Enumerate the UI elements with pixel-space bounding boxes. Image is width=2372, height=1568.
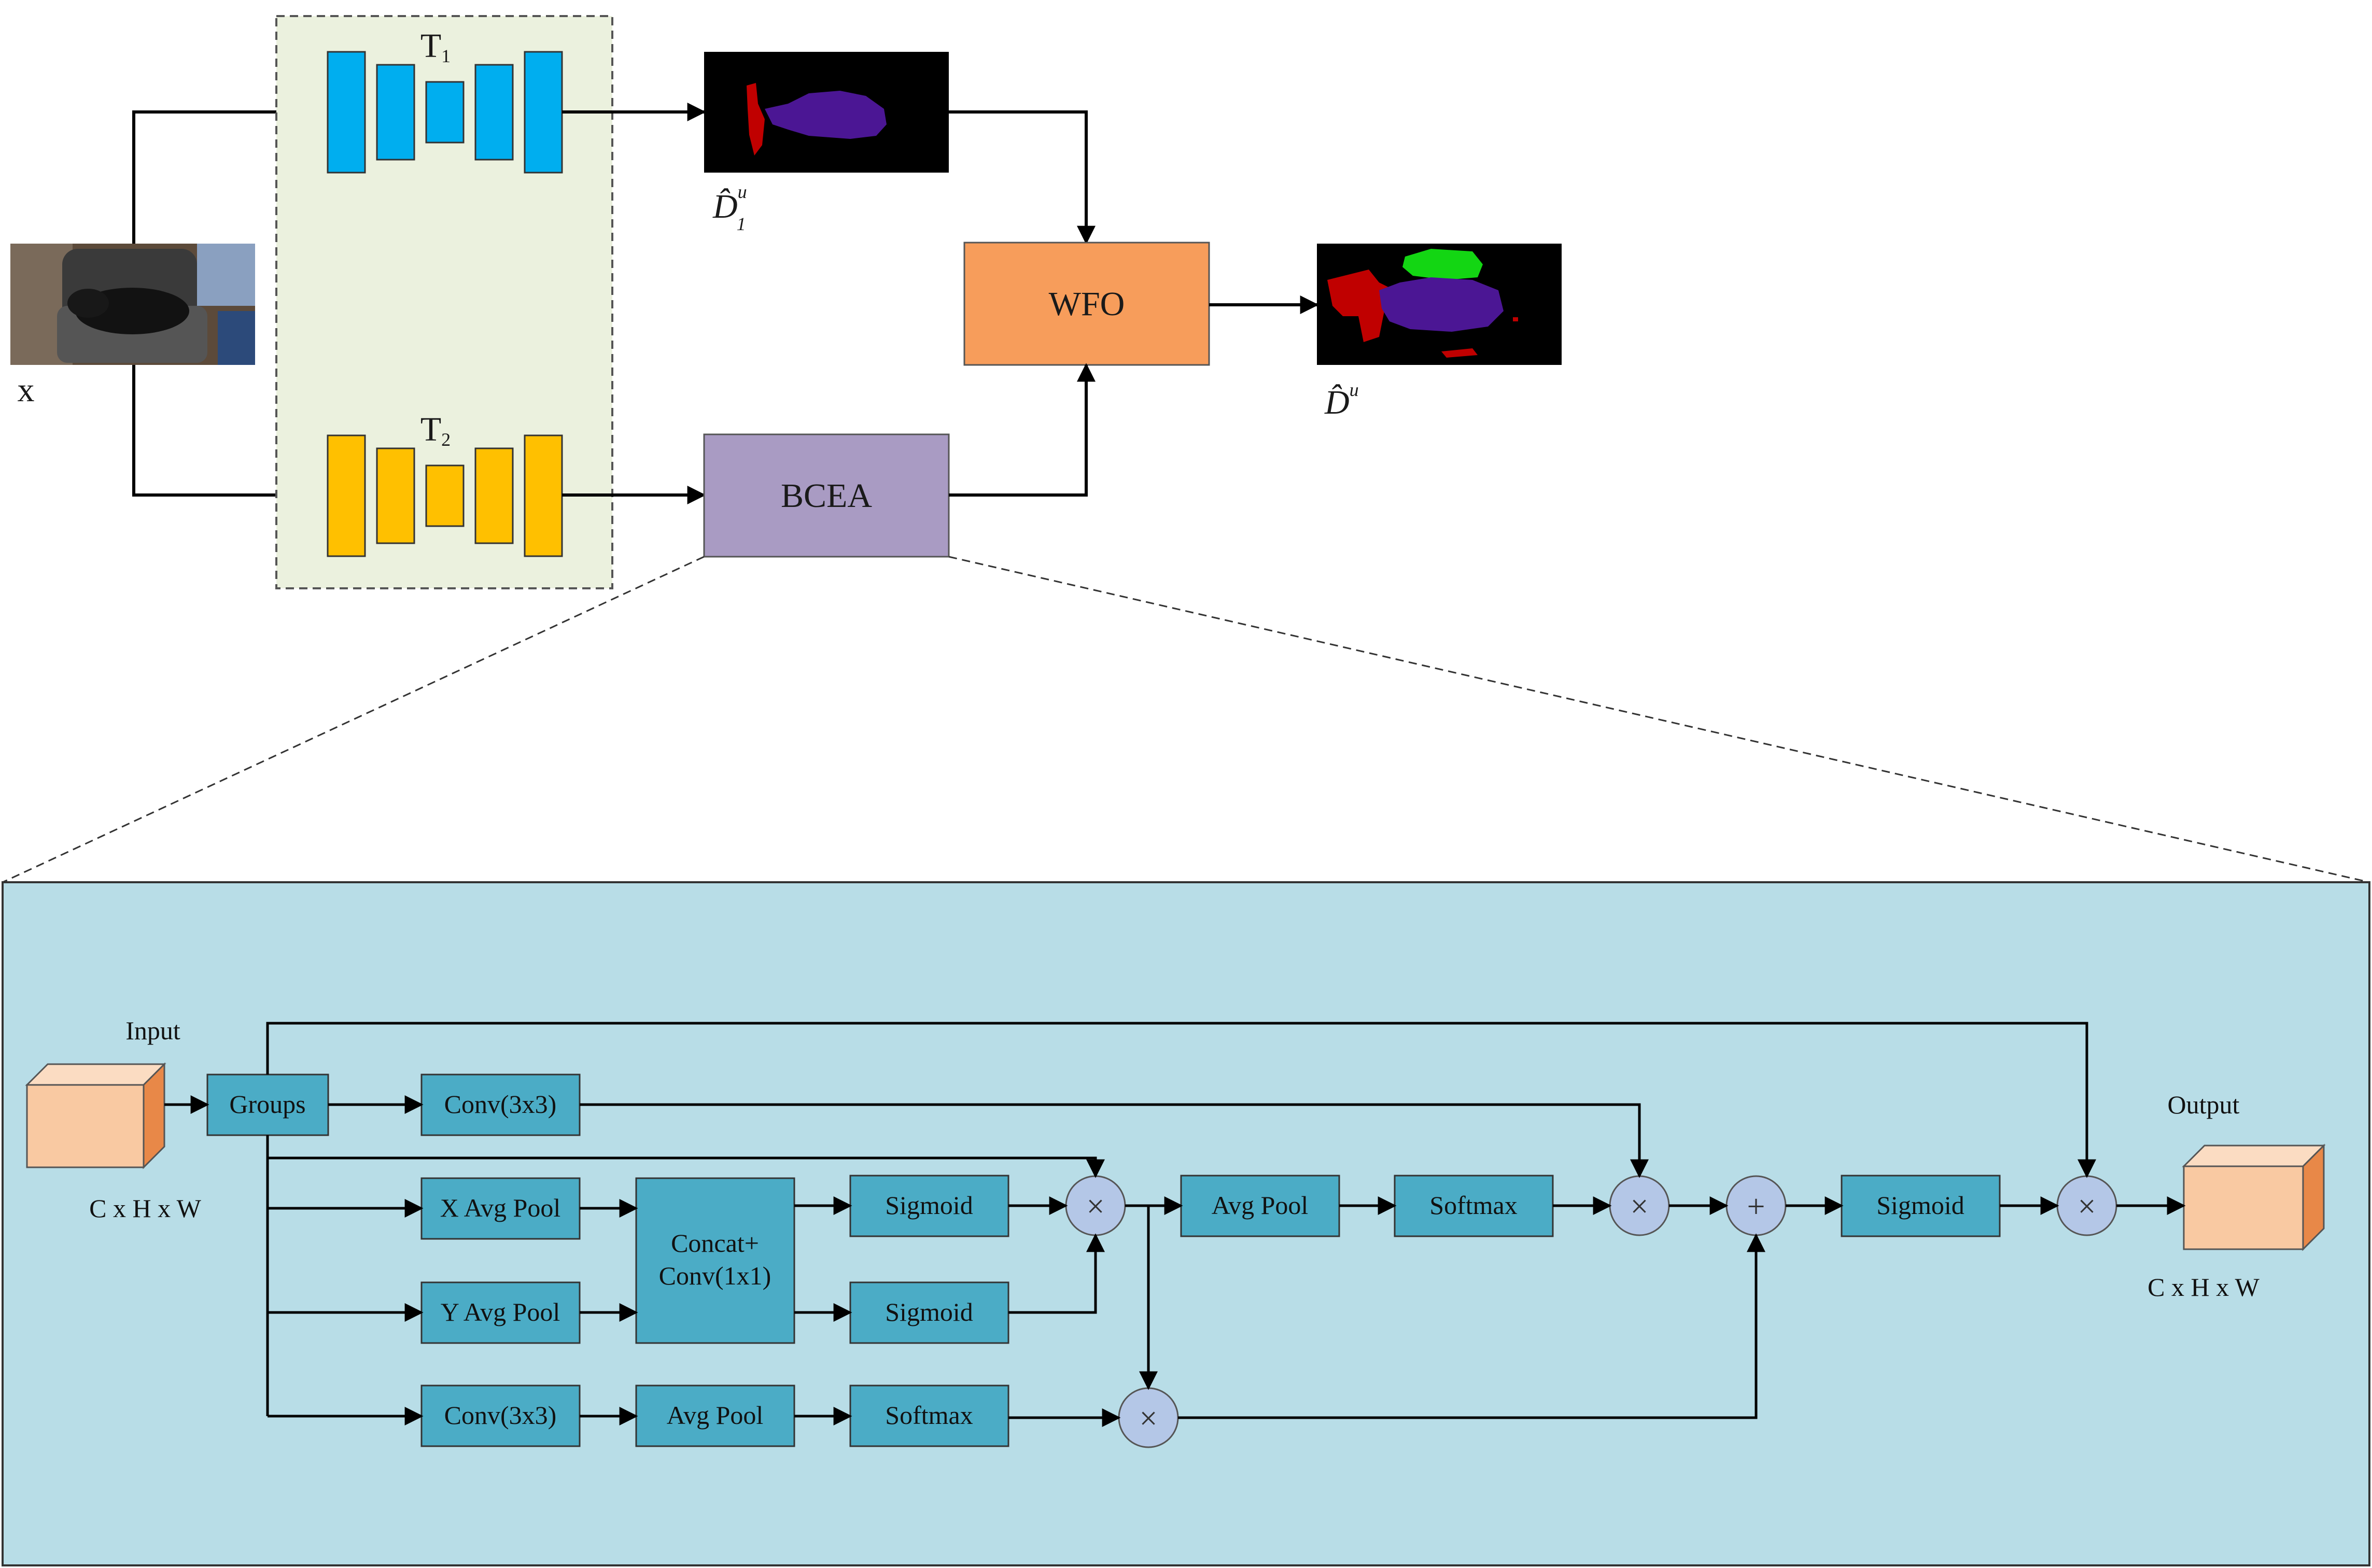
bcea-block xyxy=(703,433,950,558)
avg-pool-top-block xyxy=(1180,1175,1340,1237)
conv3x3-bottom-block xyxy=(420,1385,581,1447)
sigmoid-2-label: Sigmoid xyxy=(885,1297,973,1326)
input-tensor-cube xyxy=(25,1062,166,1169)
fused-prediction-label: D̂u xyxy=(1324,379,1359,421)
groups-label: Groups xyxy=(229,1090,305,1119)
y-avg-pool-label: Y Avg Pool xyxy=(441,1297,560,1326)
input-to-t2-arrow xyxy=(132,365,330,504)
groups-to-mul1 xyxy=(266,1135,1105,1178)
wfo-label: WFO xyxy=(1049,285,1125,323)
avg-pool-top-label: Avg Pool xyxy=(1212,1191,1309,1220)
sigmoid-2-block xyxy=(849,1281,1009,1344)
conv-top-to-mul3 xyxy=(580,1103,1649,1178)
softmax-bottom-label: Softmax xyxy=(885,1401,973,1430)
teacher1-label: T1 xyxy=(420,27,451,66)
bcea-label: BCEA xyxy=(781,477,872,515)
mul2-to-add xyxy=(1178,1233,1765,1419)
multiply-symbol-4: × xyxy=(2078,1189,2096,1224)
concat-label-line1: Concat+ xyxy=(671,1228,759,1258)
multiply-symbol-1: × xyxy=(1087,1189,1105,1224)
multiply-symbol-3: × xyxy=(1631,1189,1649,1224)
input-title: Input xyxy=(125,1016,180,1045)
bcea-to-wfo-arrow xyxy=(949,363,1096,497)
multiply-symbol-2: × xyxy=(1140,1401,1158,1436)
conv3x3-top-label: Conv(3x3) xyxy=(444,1090,557,1119)
concat-conv-block xyxy=(635,1177,795,1344)
fused-prediction-map xyxy=(1317,244,1562,365)
avg-pool-bottom-block xyxy=(635,1385,795,1447)
zoom-line-left xyxy=(2,556,705,883)
teacher1-prediction-map xyxy=(704,52,949,173)
concat-label-line2: Conv(1x1) xyxy=(659,1261,771,1290)
zoom-line-right xyxy=(948,556,2370,883)
conv3x3-bottom-label: Conv(3x3) xyxy=(444,1401,557,1430)
teacher2-network xyxy=(327,434,563,557)
x-avg-pool-label: X Avg Pool xyxy=(440,1193,560,1222)
softmax-top-label: Softmax xyxy=(1429,1191,1517,1220)
avg-pool-bottom-label: Avg Pool xyxy=(667,1401,764,1430)
input-dims: C x H x W xyxy=(89,1194,202,1223)
output-tensor-cube xyxy=(2182,1143,2326,1251)
sigmoid-1-label: Sigmoid xyxy=(885,1191,973,1220)
skip-to-mul4 xyxy=(266,1022,2096,1178)
sigmoid-2-to-mul1 xyxy=(1008,1233,1105,1314)
input-label: x xyxy=(18,371,35,409)
x-avg-pool-block xyxy=(420,1177,581,1240)
teacher2-label: T2 xyxy=(420,411,451,450)
input-image xyxy=(10,244,255,365)
pred-to-wfo-arrow xyxy=(949,110,1096,245)
add-symbol: + xyxy=(1747,1189,1765,1224)
wfo-block xyxy=(963,242,1210,366)
output-title: Output xyxy=(2168,1090,2240,1119)
input-to-t1-arrow xyxy=(132,103,330,244)
sigmoid-3-label: Sigmoid xyxy=(1876,1191,1964,1220)
softmax-bottom-block xyxy=(849,1385,1009,1447)
teacher1-network xyxy=(327,51,563,174)
sigmoid-1-block xyxy=(849,1175,1009,1237)
output-dims: C x H x W xyxy=(2148,1273,2260,1302)
